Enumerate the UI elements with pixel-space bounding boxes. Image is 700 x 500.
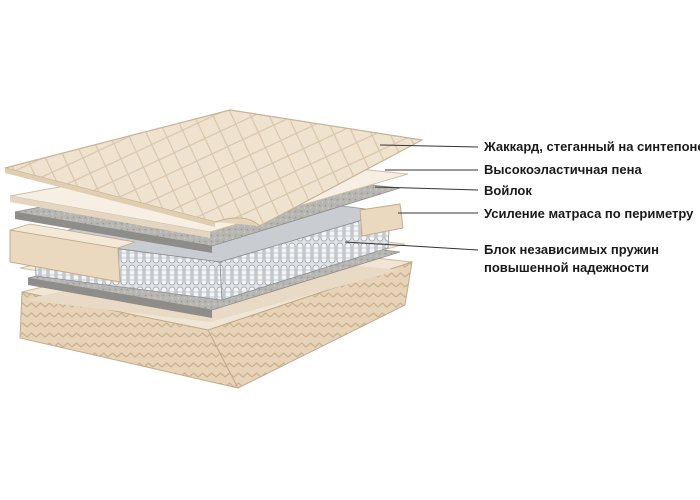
perimeter-reinforcement [9, 203, 404, 283]
leader-line-felt [374, 186, 479, 191]
label-springs-line2: повышенной надежности [484, 260, 650, 275]
label-jacquard: Жаккард, стеганный на синтепоне [484, 139, 700, 154]
label-springs-line1: Блок независимых пружин [484, 242, 659, 257]
top-jacquard-layer [4, 109, 424, 227]
leader-lines [344, 144, 479, 251]
label-foam: Высокоэластичная пена [484, 162, 642, 177]
leader-line-springs [344, 241, 479, 251]
label-felt: Войлок [484, 183, 532, 198]
label-perimeter: Усиление матраса по периметру [484, 206, 694, 221]
leader-line-jacquard [379, 144, 479, 148]
